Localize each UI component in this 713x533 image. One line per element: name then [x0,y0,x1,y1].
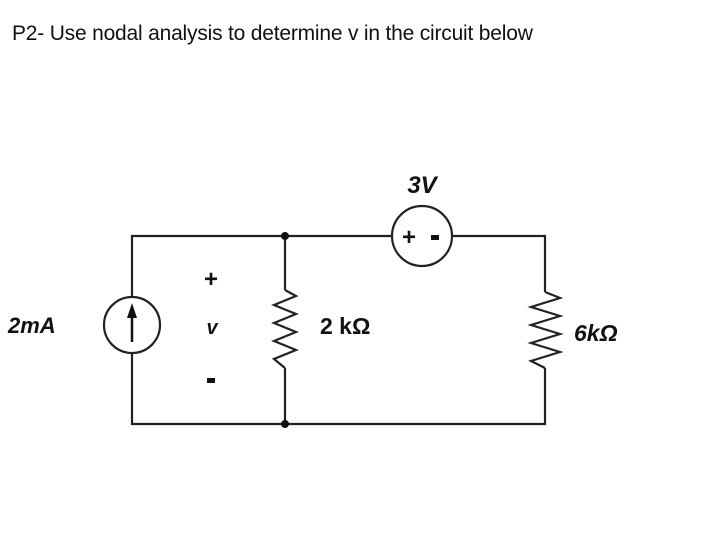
voltage-source: + [390,204,454,268]
current-source [102,295,162,355]
voltage-marker-v: v [206,317,219,339]
current-source-label: 2mA [7,313,56,338]
voltage-source-plus: + [402,224,416,251]
resistor-6k-icon [527,290,564,369]
voltage-marker-minus [207,378,215,383]
arrow-up-icon [127,303,137,342]
node-top [281,232,289,240]
wire-left-bottom [130,353,285,426]
wires [130,234,547,426]
wire-bottom-right [285,368,547,426]
node-bottom [281,420,289,428]
wire-left-top [130,234,285,297]
voltage-marker-plus: + [204,266,218,293]
voltage-source-minus [431,235,439,240]
resistor-2k-icon [271,289,299,369]
resistor-2k-label: 2 kΩ [320,313,370,339]
wire-top-right [452,234,547,292]
voltage-source-label: 3V [407,172,438,199]
problem-title: P2- Use nodal analysis to determine v in… [12,22,533,45]
resistor-6k-label: 6kΩ [574,320,618,346]
